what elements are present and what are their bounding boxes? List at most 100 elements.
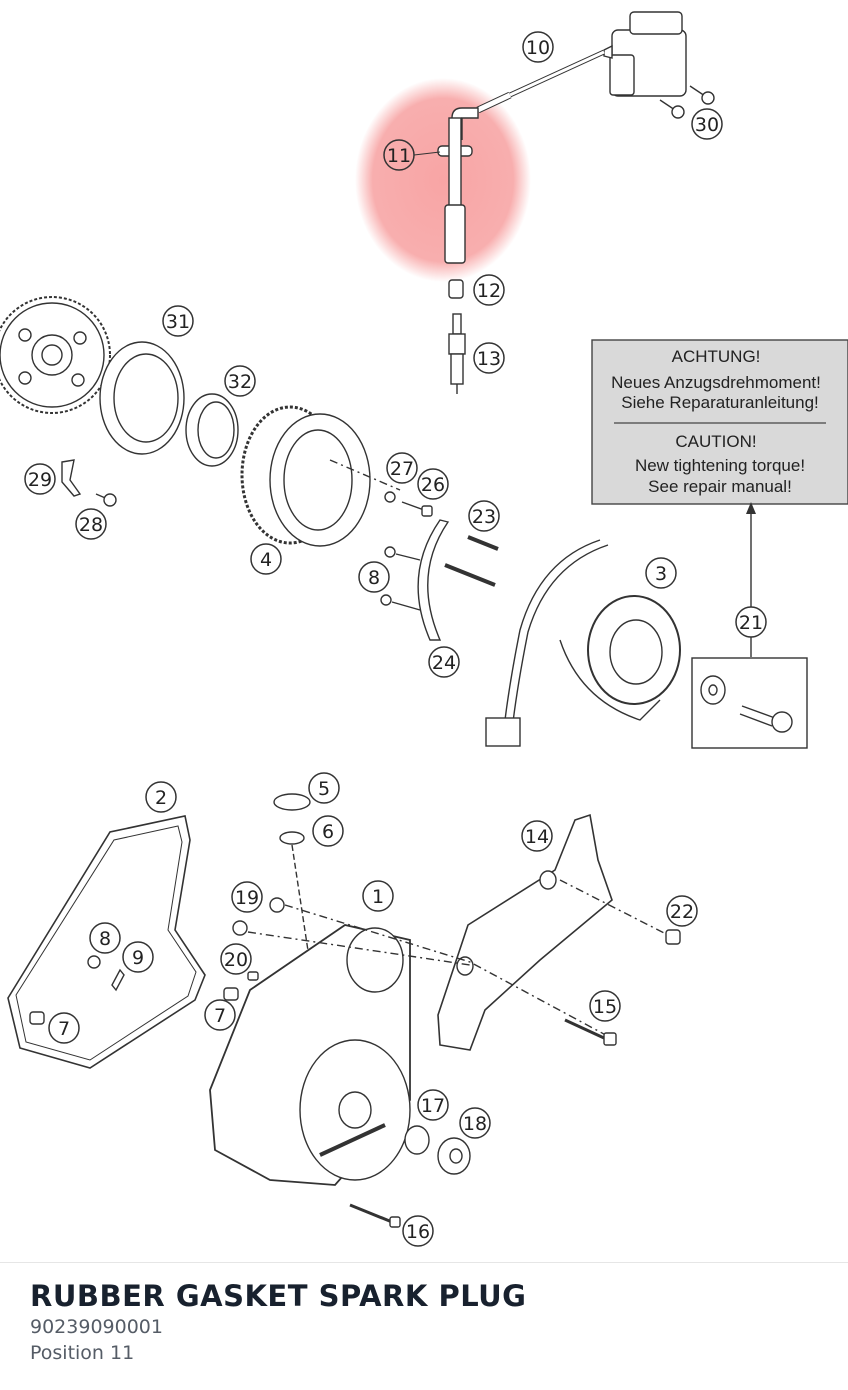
callout-22: 22 [666,895,698,927]
callout-6-label: 6 [322,821,334,843]
callout-27-label: 27 [390,458,414,480]
callout-24: 24 [428,646,460,678]
warning-en-line2: New tightening torque! [635,456,805,475]
callout-8a-circle [358,561,390,593]
callout-20-circle [220,943,252,975]
bolt-set-21 [691,514,808,749]
callout-30: 30 [691,108,723,140]
part-12-shape [448,279,464,299]
callout-12-label: 12 [477,280,501,302]
chain-guide [417,519,450,641]
callout-14-circle [521,820,553,852]
callout-12: 12 [473,274,505,306]
callout-12-circle [473,274,505,306]
callout-18: 18 [459,1107,491,1139]
callout-3: 3 [645,557,677,589]
callout-2: 2 [145,781,177,813]
callout-2-label: 2 [155,787,167,809]
callout-30-label: 30 [695,114,719,136]
callout-21-label: 21 [739,612,763,634]
callout-8b-circle [89,922,121,954]
o-ring-17 [404,1125,430,1155]
warning-en-line1: CAUTION! [675,432,756,451]
callout-9: 9 [122,941,154,973]
callout-15-circle [589,990,621,1022]
callout-9-circle [122,941,154,973]
callout-3-label: 3 [655,563,667,585]
leader-line-11 [413,151,441,156]
callout-1-label: 1 [372,886,384,908]
highlight-part-11 [355,78,531,282]
callout-29-label: 29 [28,469,52,491]
callout-4-circle [250,543,282,575]
callout-26-circle [417,468,449,500]
stator [485,539,681,747]
callout-2-circle [145,781,177,813]
ignition-cover [209,924,411,1186]
callout-8b: 8 [89,922,121,954]
callout-5-label: 5 [318,778,330,800]
callout-1-circle [362,880,394,912]
callout-20: 20 [220,943,252,975]
warning-box: ACHTUNG! Neues Anzugsdrehmoment! Siehe R… [591,339,848,514]
bracket-29 [61,459,82,497]
callout-10: 10 [522,31,554,63]
plug-5 [273,793,311,811]
callout-23-label: 23 [472,506,496,528]
callout-9-label: 9 [132,947,144,969]
callout-8a-label: 8 [368,567,380,589]
warning-de-line1: ACHTUNG! [672,347,761,366]
starter-gear [0,296,111,414]
washer-27 [384,491,396,503]
callout-17-label: 17 [421,1095,445,1117]
callout-20-label: 20 [224,949,248,971]
callout-29-circle [24,463,56,495]
callout-32-circle [224,365,256,397]
callout-4: 4 [250,543,282,575]
callout-13-circle [473,342,505,374]
callout-26-label: 26 [421,474,445,496]
ring-32 [185,393,239,467]
callout-7b-label: 7 [214,1005,226,1027]
callout-22-label: 22 [670,901,694,923]
part-title: RUBBER GASKET SPARK PLUG [30,1279,527,1313]
bolts-30 [659,85,715,119]
callout-11-label: 11 [387,145,411,167]
part-number: 90239090001 [30,1316,163,1338]
callout-24-circle [428,646,460,678]
callout-16: 16 [402,1215,434,1247]
callout-21-circle [735,606,767,638]
callout-32-label: 32 [228,371,252,393]
callout-23-circle [468,500,500,532]
section-divider [0,1262,848,1263]
callout-7a-label: 7 [58,1018,70,1040]
callout-18-label: 18 [463,1113,487,1135]
callout-27: 27 [386,452,418,484]
callout-31-label: 31 [166,311,190,333]
callout-22-circle [666,895,698,927]
callout-18-circle [459,1107,491,1139]
part-info-panel: RUBBER GASKET SPARK PLUG 90239090001 Pos… [30,1278,818,1366]
callout-28-label: 28 [79,514,103,536]
callout-7a-circle [48,1012,80,1044]
callout-19-circle [231,881,263,913]
warning-de-line2: Neues Anzugsdrehmoment! [611,373,821,392]
callout-10-label: 10 [526,37,550,59]
callout-7a: 7 [48,1012,80,1044]
callout-17-circle [417,1089,449,1121]
callout-8b-label: 8 [99,928,111,950]
sprocket-cover [437,813,613,1051]
callout-30-circle [691,108,723,140]
callout-13-label: 13 [477,348,501,370]
callout-5-circle [308,772,340,804]
spark-plug-connector [437,107,479,264]
callout-26: 26 [417,468,449,500]
callout-31-circle [162,305,194,337]
part-position: Position 11 [30,1342,135,1364]
callout-29: 29 [24,463,56,495]
callout-17: 17 [417,1089,449,1121]
callout-28-circle [75,508,107,540]
warning-en-line3: See repair manual! [648,477,792,496]
callout-32: 32 [224,365,256,397]
